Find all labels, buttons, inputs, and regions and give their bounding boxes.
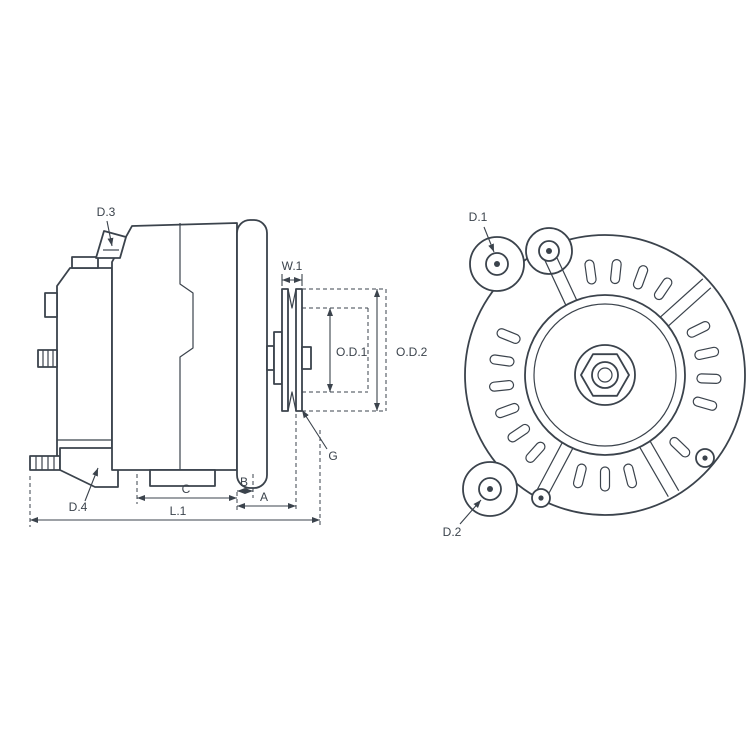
- rib-edge: [541, 253, 567, 307]
- vent-slot: [495, 402, 520, 419]
- stator-housing: [111, 222, 238, 471]
- side-view-dimensions: W.1 O.D.1 O.D.2 G: [29, 205, 428, 527]
- vent-slot: [599, 466, 611, 492]
- vent-slots: [489, 259, 722, 492]
- leader-g: G: [301, 409, 338, 463]
- rear-cover: [56, 267, 113, 459]
- shaft: [266, 345, 275, 371]
- support-rib: [638, 440, 680, 497]
- mounting-hole-top-mid: [538, 240, 560, 262]
- mounting-hole-top-left: [485, 252, 509, 276]
- label-a: A: [260, 490, 268, 504]
- label-g: G: [328, 449, 337, 463]
- housing-parting-line: [179, 223, 194, 470]
- vent-slot: [496, 328, 521, 344]
- pulley-hub: [273, 331, 283, 385]
- mounting-lug-top: [95, 230, 127, 259]
- pulley-groove-bottom: [287, 391, 297, 412]
- drive-end-bracket: [236, 219, 268, 489]
- rear-cover-cap: [71, 256, 99, 269]
- vent-slot: [653, 277, 673, 301]
- rib-edge: [638, 446, 669, 497]
- vent-slot: [489, 354, 515, 367]
- mounting-hole-bottom-mid: [531, 488, 551, 508]
- vent-slot: [584, 259, 597, 285]
- label-d1: D.1: [469, 210, 488, 224]
- vent-slot: [525, 441, 546, 463]
- hole-center-dot: [702, 455, 708, 461]
- adjustment-bolt-body: [29, 455, 61, 471]
- support-rib: [659, 278, 712, 328]
- label-d3: D.3: [97, 205, 116, 219]
- vent-slot: [686, 321, 711, 338]
- hole-center-dot: [487, 486, 493, 492]
- dimension-a: A: [237, 490, 296, 509]
- leader-d3: D.3: [97, 205, 116, 247]
- mounting-hole-bottom-left: [478, 477, 502, 501]
- vent-slot: [692, 396, 718, 411]
- dimension-w1: W.1: [281, 259, 303, 286]
- mounting-lug-bottom: [59, 447, 119, 488]
- rib-edge: [534, 441, 564, 494]
- label-d2: D.2: [443, 525, 462, 539]
- vent-slot: [696, 373, 722, 384]
- leader-line: [483, 226, 495, 253]
- hole-center-dot: [538, 495, 544, 501]
- hole-center-dot: [546, 248, 552, 254]
- label-b: B: [240, 475, 248, 489]
- hole-center-dot: [494, 261, 500, 267]
- leader-d1: D.1: [469, 210, 495, 253]
- leader-d4: D.4: [69, 467, 99, 514]
- shaft-nut: [301, 346, 312, 370]
- label-d4: D.4: [69, 500, 88, 514]
- terminal-stud: [37, 349, 58, 368]
- front-view: D.1 D.2: [443, 210, 746, 539]
- shaft-end: [591, 361, 619, 389]
- shaft-center: [597, 367, 613, 383]
- rib-edge: [667, 287, 712, 328]
- label-od1: O.D.1: [336, 345, 368, 359]
- leader-line: [301, 409, 328, 450]
- vent-slot: [694, 346, 720, 361]
- dimension-c: C: [137, 482, 237, 501]
- adjustment-bolt: [29, 455, 61, 471]
- vent-slot: [669, 436, 691, 458]
- rib-edge: [659, 278, 704, 319]
- pulley-groove-top: [287, 288, 297, 309]
- label-w1: W.1: [282, 259, 303, 273]
- label-l1: L.1: [170, 504, 187, 518]
- rib-edge: [649, 440, 680, 491]
- leader-line: [106, 220, 114, 247]
- dimension-l1: L.1: [30, 504, 320, 523]
- vent-slot: [572, 463, 587, 489]
- terminal-block: [44, 292, 58, 318]
- support-rib: [534, 441, 574, 500]
- label-c: C: [182, 482, 191, 496]
- leader-line: [459, 499, 482, 525]
- vent-slot: [489, 379, 515, 392]
- vent-slot: [623, 463, 638, 489]
- rotor-face-inner: [533, 303, 677, 447]
- pulley-flange-left: [281, 288, 289, 412]
- rib-edge: [545, 447, 574, 500]
- label-od2: O.D.2: [396, 345, 428, 359]
- dimension-b: B: [237, 475, 253, 494]
- bottom-cover: [149, 469, 216, 487]
- vent-slot: [507, 423, 531, 443]
- leader-d2: D.2: [443, 499, 482, 539]
- mounting-hole-right: [695, 448, 715, 468]
- side-view: [29, 219, 312, 489]
- pulley: [281, 288, 303, 412]
- dimension-od2: O.D.2: [302, 288, 428, 412]
- leader-line: [84, 467, 99, 502]
- dimension-od1: O.D.1: [302, 307, 369, 393]
- vent-slot: [609, 259, 622, 285]
- vent-slot: [632, 265, 649, 290]
